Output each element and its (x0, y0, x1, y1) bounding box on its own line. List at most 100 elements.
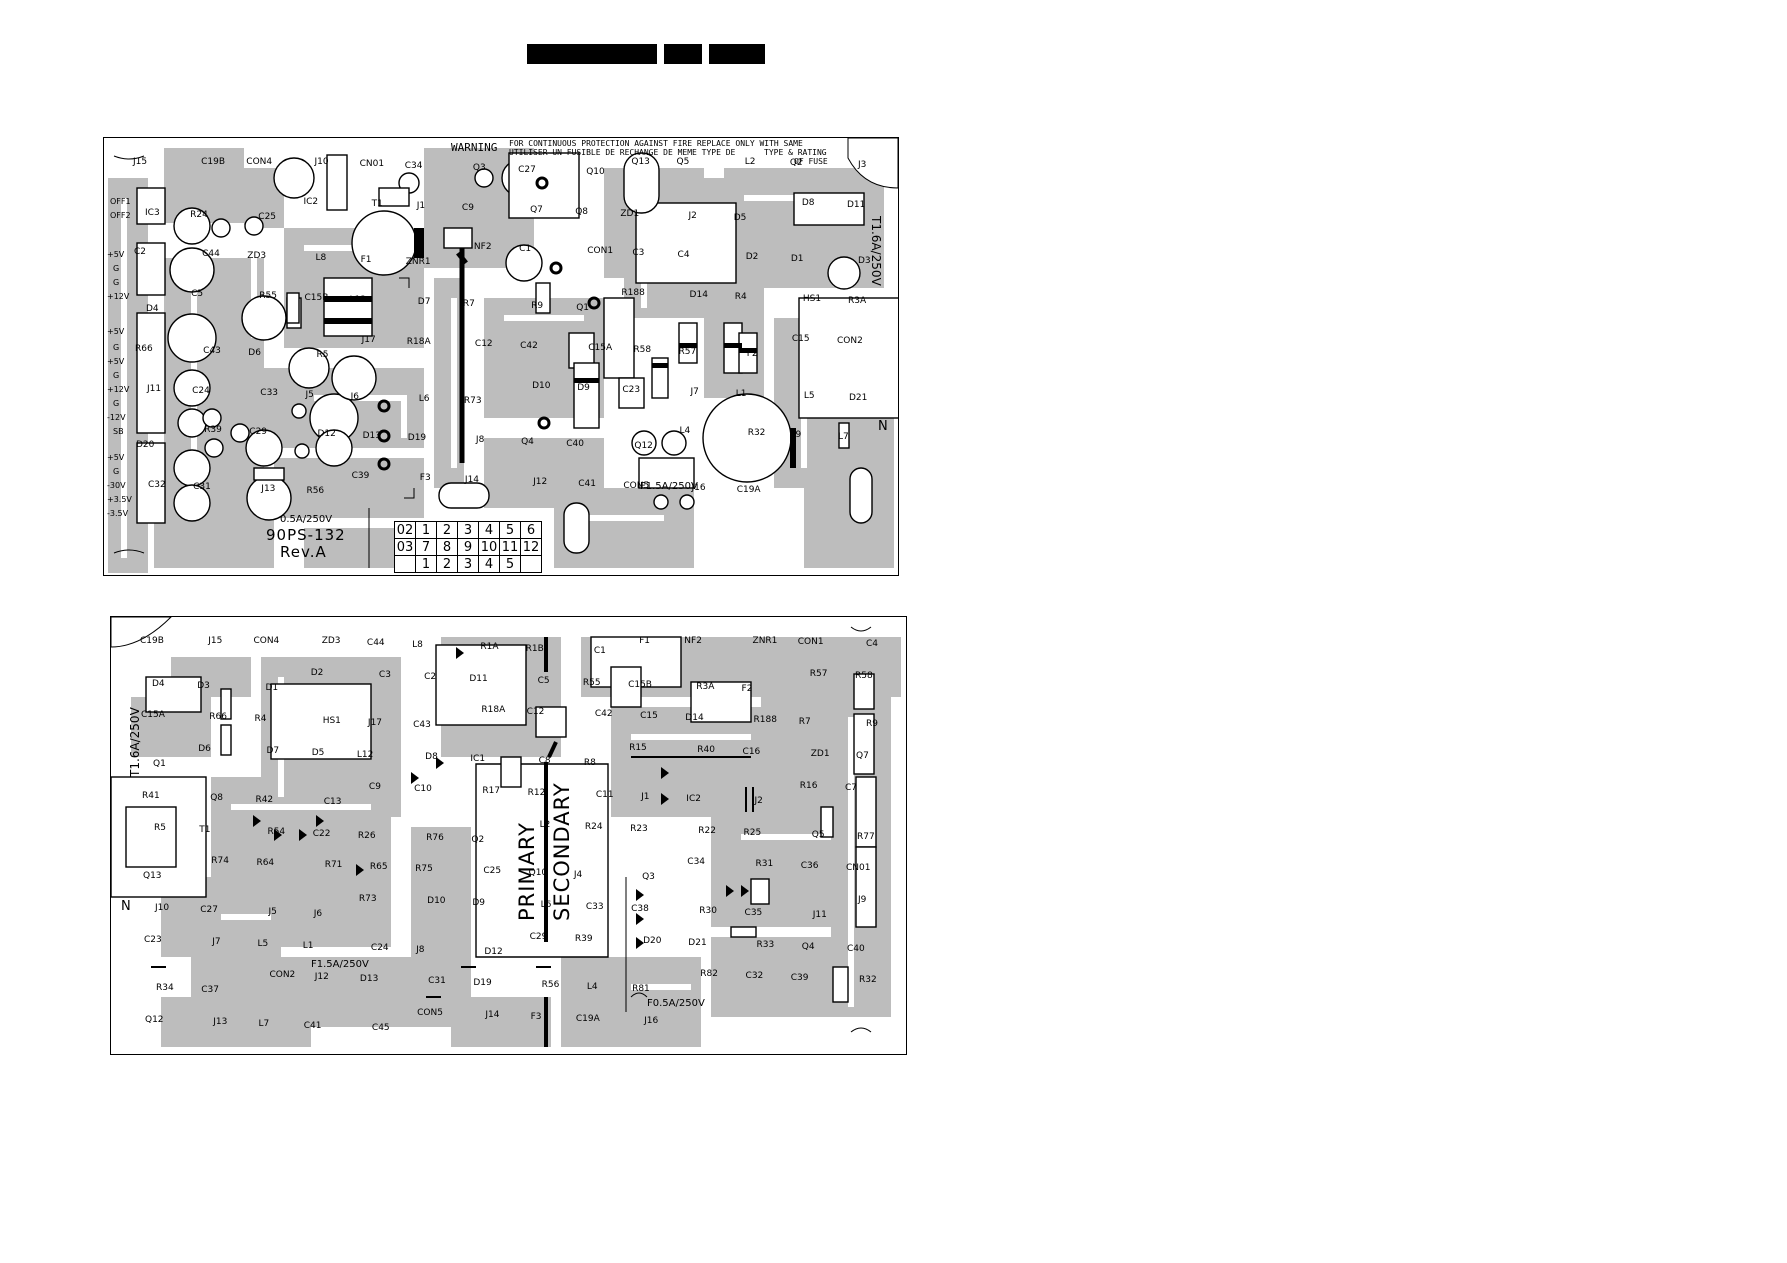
component-ref-label: F2 (746, 348, 758, 359)
component-ref-label: J17 (367, 718, 383, 729)
component-ref-label: D3 (197, 680, 210, 691)
component-ref-label: R73 (358, 893, 377, 904)
component-ref-label: R39 (574, 933, 593, 944)
component-ref-label: L1 (302, 940, 314, 951)
component-ref-label: D3 (858, 256, 871, 267)
component-ref-label: J9 (858, 894, 867, 905)
conn-table-cell: 5 (499, 555, 521, 573)
component-ref-label: R55 (582, 677, 601, 688)
conn-table-cell: 2 (436, 555, 458, 573)
component-ref-label: C31 (193, 482, 211, 492)
conn-table-cell: 3 (457, 555, 479, 573)
component-ref-label: J17 (361, 334, 376, 345)
component-ref-label: J5 (305, 389, 314, 400)
component-ref-label: CON5 (417, 1008, 443, 1018)
component-ref-label: R32 (747, 428, 766, 439)
component-ref-label: J7 (690, 386, 699, 397)
component-ref-label: D1 (265, 682, 279, 693)
component-ref-label: R24 (584, 821, 603, 832)
component-ref-label: Q7 (856, 751, 869, 762)
component-ref-label: Q5 (811, 829, 825, 840)
component-ref-label: D5 (311, 748, 325, 759)
component-ref-label: R58 (633, 344, 652, 355)
component-ref-label: L8 (315, 253, 327, 264)
output-voltage-label: -30V (107, 481, 126, 490)
component-ref-label: C31 (428, 976, 446, 987)
component-ref-label: J11 (812, 909, 827, 920)
fuse2-rating: F1.5A/250V (311, 959, 369, 970)
component-ref-label: R18A (406, 336, 431, 347)
component-ref-label: R82 (700, 969, 719, 980)
component-ref-label: Q7 (530, 204, 543, 215)
component-ref-label: R40 (697, 745, 716, 756)
component-ref-label: C42 (594, 709, 613, 720)
component-ref-label: J14 (485, 1010, 500, 1020)
warning-line4: OF FUSE (794, 157, 828, 166)
fuse1-rating: T1.6A/250V (128, 707, 142, 777)
component-ref-label: ZD1 (620, 208, 640, 219)
component-ref-label: C36 (800, 861, 819, 872)
component-ref-label: R18A (481, 705, 506, 716)
component-ref-label: Q13 (143, 871, 162, 882)
component-ref-label: R1A (480, 642, 499, 652)
component-ref-label: R65 (369, 862, 388, 873)
component-ref-label: C25 (258, 211, 277, 222)
component-ref-label: C15 (791, 333, 810, 344)
component-ref-label: C2 (134, 247, 147, 258)
component-ref-label: D11 (847, 199, 866, 210)
component-ref-label: C23 (144, 934, 162, 945)
component-ref-label: D21 (688, 937, 707, 948)
component-ref-label: D5 (733, 212, 747, 223)
board-title: 90PS-132 (266, 526, 346, 544)
secondary-label: SECONDARY (550, 782, 574, 921)
component-ref-label: J6 (313, 908, 323, 919)
component-ref-label: J8 (475, 435, 485, 446)
component-ref-label: C15A (588, 342, 613, 353)
component-ref-label: Q4 (801, 941, 815, 952)
component-ref-label: L2 (539, 819, 551, 830)
output-voltage-label: +3.5V (107, 495, 132, 504)
component-ref-label: CON2 (837, 335, 863, 346)
component-ref-label: CN01 (359, 159, 385, 169)
component-ref-label: R55 (259, 291, 278, 302)
component-ref-label: R188 (621, 288, 645, 299)
component-ref-label: C8 (538, 756, 551, 767)
component-ref-label: C2 (424, 671, 437, 682)
component-ref-label: L5 (803, 390, 815, 401)
component-ref-label: C12 (474, 338, 493, 349)
component-ref-label: C1 (519, 244, 532, 255)
component-ref-label: C33 (260, 387, 279, 398)
output-voltage-label: +5V (107, 327, 125, 336)
component-ref-label: NF2 (684, 636, 702, 646)
component-ref-label: L7 (258, 1019, 270, 1029)
header-bar-1 (527, 44, 657, 64)
component-ref-label: C9 (368, 781, 381, 792)
component-ref-label: C39 (790, 973, 809, 984)
component-ref-label: C37 (201, 985, 219, 996)
output-voltage-label: +12V (107, 385, 130, 394)
component-ref-label: F3 (530, 1012, 542, 1022)
component-ref-label: Q8 (210, 792, 224, 803)
component-ref-label: C32 (745, 971, 764, 982)
component-ref-label: D19 (407, 433, 427, 444)
component-ref-label: F3 (419, 473, 431, 483)
component-ref-label: C45 (371, 1023, 390, 1033)
component-ref-label: D12 (484, 946, 503, 957)
conn-table-cell: 10 (478, 538, 500, 556)
component-ref-label: C44 (202, 249, 220, 260)
component-ref-label: C24 (370, 942, 389, 953)
fuse1-rating: T1.6A/250V (869, 216, 883, 286)
component-ref-label: R57 (809, 668, 828, 679)
component-ref-label: C19A (575, 1014, 600, 1024)
component-ref-label: C43 (413, 720, 431, 731)
component-ref-label: C41 (578, 479, 596, 489)
component-ref-label: Q3 (472, 163, 486, 173)
component-ref-label: D10 (532, 380, 551, 391)
warning-line1: FOR CONTINUOUS PROTECTION AGAINST FIRE R… (509, 139, 803, 148)
component-ref-label: L7 (838, 432, 849, 443)
component-ref-label: C11 (595, 789, 614, 800)
component-ref-label: IC2 (686, 793, 701, 804)
component-ref-label: R4 (254, 714, 267, 725)
component-ref-label: L12 (349, 295, 367, 306)
component-ref-label: C43 (203, 345, 221, 356)
